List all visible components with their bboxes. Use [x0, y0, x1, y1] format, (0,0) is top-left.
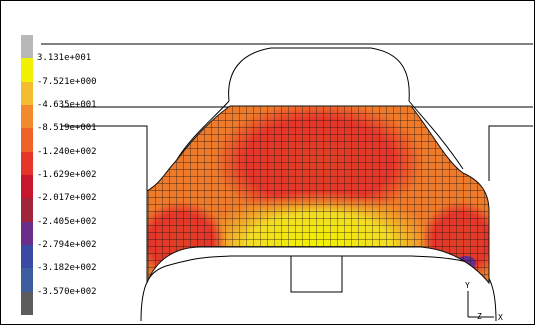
legend-swatch [21, 268, 33, 293]
legend-tick-label: -8.519e+001 [37, 123, 97, 134]
center-pad [290, 255, 343, 293]
die-top-outline [228, 47, 410, 102]
legend-swatch [21, 35, 33, 59]
legend-swatch [21, 221, 33, 246]
legend-swatch [21, 81, 33, 106]
legend-swatch [21, 175, 33, 199]
contour-legend: 3.131e+001 -7.521e+000 -4.635e+001 -8.519e+… [21, 35, 151, 316]
coordinate-triad: Y X Z [465, 281, 503, 322]
legend-tick-label: -1.629e+002 [37, 170, 97, 180]
legend-tick-label: -3.182e+002 [37, 263, 97, 274]
legend-tick-label: -3.570e+002 [37, 286, 97, 297]
left-blankholder [61, 125, 148, 191]
punch-outline [140, 255, 497, 322]
legend-swatch [21, 58, 33, 83]
legend-swatch [21, 151, 33, 176]
legend-tick-label: -4.635e+001 [37, 100, 97, 110]
legend-tick-label: -7.521e+000 [37, 76, 97, 87]
legend-tick-label: -1.240e+002 [37, 146, 97, 157]
axis-z-label: Z [477, 312, 482, 321]
legend-swatch [21, 128, 33, 153]
legend-tick-label: -2.405e+002 [37, 216, 97, 227]
legend-swatch [21, 198, 33, 223]
legend-swatch [21, 291, 33, 316]
blank-outline [146, 105, 490, 285]
legend-tick-label: 3.131e+001 [37, 53, 92, 64]
legend-tick-label: -2.794e+002 [37, 240, 97, 250]
axis-x-label: X [498, 313, 503, 322]
deformed-blank [147, 106, 489, 283]
right-blankholder [488, 125, 533, 181]
legend-swatch [21, 105, 33, 129]
legend-swatch [21, 245, 33, 269]
axis-y-label: Y [465, 281, 470, 290]
legend-tick-label: -2.017e+002 [37, 193, 97, 204]
